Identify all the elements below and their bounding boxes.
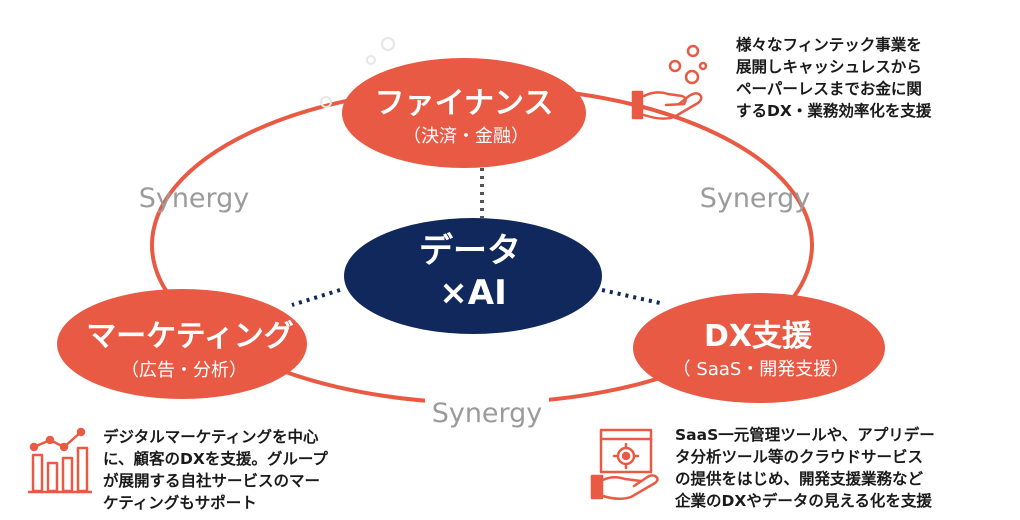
- synergy-label-left: Synergy: [139, 183, 250, 214]
- dx-title: DX支援: [704, 319, 813, 354]
- marketing-node: マーケティング （広告・分析）: [57, 289, 307, 399]
- center-line-2: ×AI: [439, 273, 506, 313]
- finance-title: ファイナンス: [375, 86, 554, 121]
- center-node: データ ×AI: [344, 218, 602, 334]
- finance-description-line: 様々なフィンテック事業を: [736, 36, 922, 54]
- marketing-subtitle: （広告・分析）: [121, 360, 247, 381]
- hand-coins-icon: [631, 44, 708, 120]
- synergy-label-right: Synergy: [700, 183, 811, 214]
- decorative-bubbles: [320, 37, 395, 108]
- dx-node: DX支援 （ SaaS・開発支援）: [633, 293, 885, 403]
- center-line-1: データ: [419, 231, 521, 271]
- marketing-title: マーケティング: [86, 319, 294, 354]
- finance-subtitle: （決済・金融）: [403, 126, 529, 147]
- marketing-description-line: デジタルマーケティングを中心: [103, 428, 319, 446]
- connector-marketing: [291, 288, 341, 307]
- dx-description-line: 企業のDXやデータの見える化を支援: [675, 492, 932, 510]
- chart-growth-icon: [28, 427, 92, 494]
- finance-description: 様々なフィンテック事業を 展開しキャッシュレスから ペーパーレスまでお金に関 す…: [736, 34, 931, 122]
- dx-subtitle: （ SaaS・開発支援）: [673, 359, 850, 380]
- hand-gear-window-icon: [590, 428, 659, 500]
- marketing-description-line: に、顧客のDXを支援。グループ: [103, 450, 328, 468]
- finance-description-line: ペーパーレスまでお金に関: [736, 80, 922, 98]
- dx-description-line: SaaS一元管理ツールや、アプリデー: [675, 426, 935, 444]
- dx-description-line: の提供をはじめ、開発支援業務など: [675, 470, 924, 488]
- finance-description-line: 展開しキャッシュレスから: [736, 58, 922, 76]
- marketing-description-line: が展開する自社サービスのマー: [103, 472, 321, 490]
- finance-description-line: するDX・業務効率化を支援: [736, 102, 932, 120]
- marketing-description-line: ケティングもサポート: [103, 494, 257, 512]
- connector-dx: [601, 288, 661, 305]
- finance-node: ファイナンス （決済・金融）: [342, 58, 586, 168]
- dx-description: SaaS一元管理ツールや、アプリデー タ分析ツール等のクラウドサービス の提供を…: [675, 424, 935, 512]
- dx-description-line: タ分析ツール等のクラウドサービス: [675, 448, 924, 466]
- synergy-label-bottom: Synergy: [432, 398, 543, 429]
- marketing-description: デジタルマーケティングを中心 に、顧客のDXを支援。グループ が展開する自社サー…: [103, 426, 328, 514]
